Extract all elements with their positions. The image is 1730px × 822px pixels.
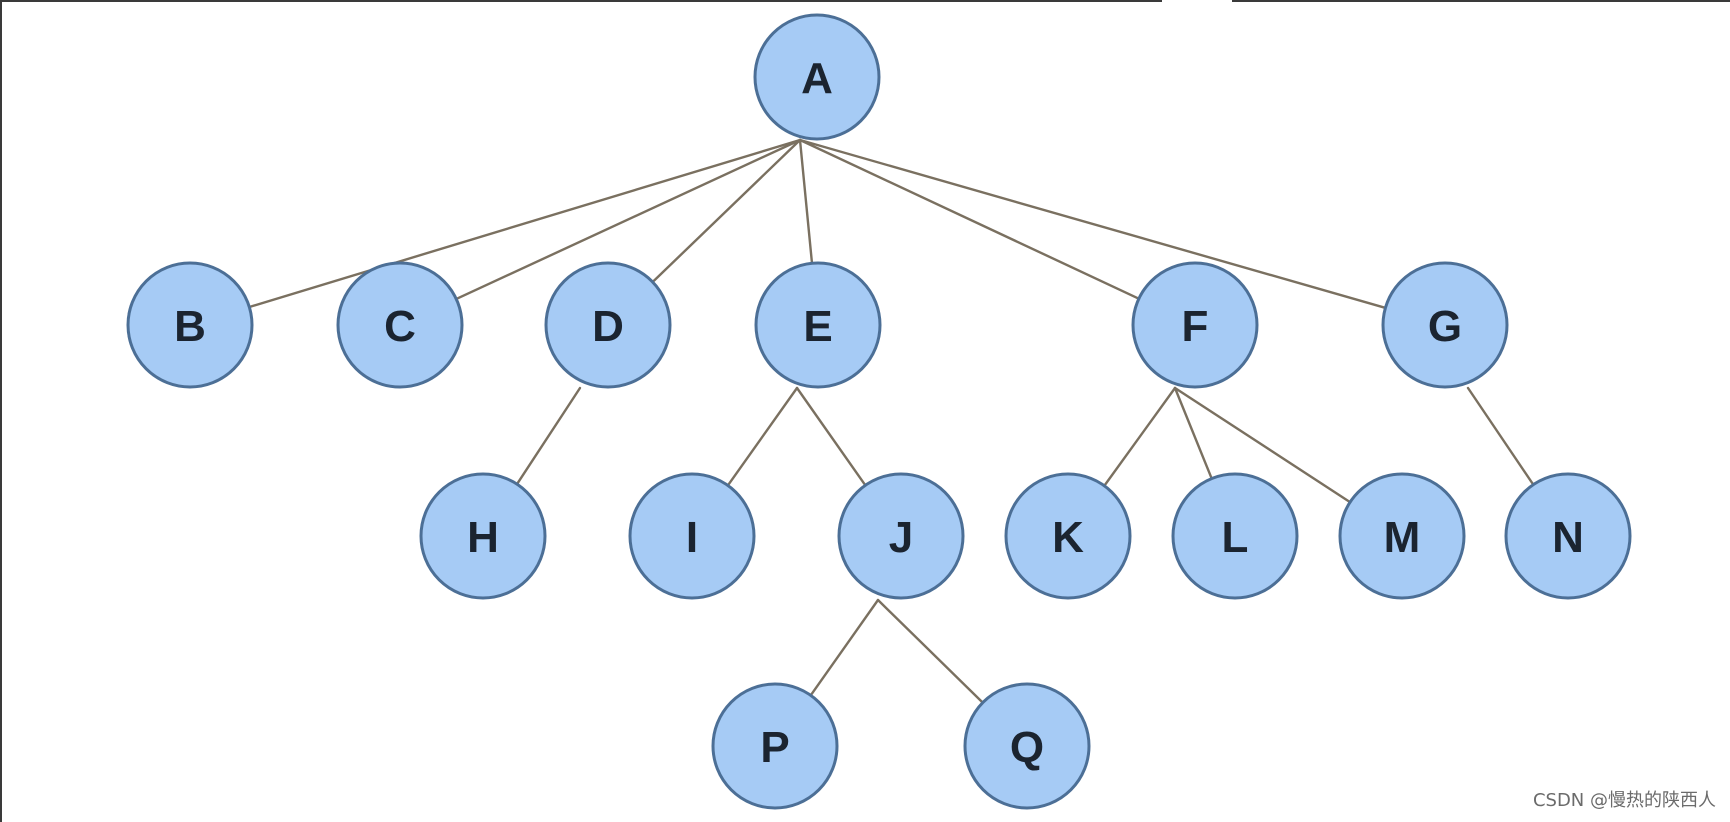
- frame-top-border: [0, 0, 1162, 2]
- node-circle-K: [1004, 472, 1132, 600]
- node-circle-C: [336, 261, 464, 389]
- tree-node-P: P: [711, 682, 839, 810]
- frame-top-border-right: [1232, 0, 1730, 2]
- node-circle-P: [711, 682, 839, 810]
- node-label-G: G: [1428, 302, 1462, 351]
- edge-A-E: [798, 138, 814, 267]
- edges-layer: [246, 138, 1536, 706]
- watermark-text: CSDN @慢热的陕西人: [1532, 790, 1716, 811]
- node-circle-D: [544, 261, 672, 389]
- edge-J-P: [808, 598, 880, 699]
- edge-F-L: [1173, 386, 1214, 482]
- edge-G-N: [1466, 386, 1536, 488]
- node-label-H: H: [467, 513, 499, 562]
- tree-node-G: G: [1381, 261, 1509, 389]
- node-label-F: F: [1182, 302, 1209, 351]
- node-circle-E: [754, 261, 882, 389]
- tree-node-N: N: [1504, 472, 1632, 600]
- node-label-L: L: [1222, 513, 1249, 562]
- tree-node-L: L: [1171, 472, 1299, 600]
- tree-node-I: I: [628, 472, 756, 600]
- node-label-D: D: [592, 302, 624, 351]
- edge-A-D: [650, 138, 802, 285]
- node-circle-N: [1504, 472, 1632, 600]
- tree-node-M: M: [1338, 472, 1466, 600]
- edge-A-F: [798, 138, 1142, 301]
- node-circle-Q: [963, 682, 1091, 810]
- tree-node-E: E: [754, 261, 882, 389]
- nodes-layer: A B C D E F G H I J K L M N P Q: [126, 13, 1632, 810]
- node-circle-L: [1171, 472, 1299, 600]
- edge-F-K: [1101, 386, 1177, 489]
- node-label-P: P: [760, 723, 789, 772]
- node-label-C: C: [384, 302, 416, 351]
- edge-A-B: [246, 138, 802, 309]
- edge-E-J: [795, 386, 868, 489]
- node-circle-A: [753, 13, 881, 141]
- node-circle-G: [1381, 261, 1509, 389]
- node-label-J: J: [889, 513, 913, 562]
- node-circle-B: [126, 261, 254, 389]
- node-label-E: E: [803, 302, 832, 351]
- edge-E-I: [725, 386, 799, 489]
- node-label-N: N: [1552, 513, 1584, 562]
- tree-node-A: A: [753, 13, 881, 141]
- node-label-I: I: [686, 513, 698, 562]
- edge-J-Q: [876, 598, 986, 706]
- tree-node-F: F: [1131, 261, 1259, 389]
- tree-node-D: D: [544, 261, 672, 389]
- tree-node-B: B: [126, 261, 254, 389]
- node-circle-H: [419, 472, 547, 600]
- node-label-B: B: [174, 302, 206, 351]
- node-circle-M: [1338, 472, 1466, 600]
- node-circle-F: [1131, 261, 1259, 389]
- tree-node-J: J: [837, 472, 965, 600]
- node-label-Q: Q: [1010, 723, 1044, 772]
- edge-D-H: [514, 386, 582, 488]
- tree-node-Q: Q: [963, 682, 1091, 810]
- edge-A-C: [453, 138, 802, 302]
- edge-A-G: [798, 138, 1389, 310]
- node-circle-I: [628, 472, 756, 600]
- node-label-A: A: [801, 54, 833, 103]
- tree-node-H: H: [419, 472, 547, 600]
- frame-left-border: [0, 0, 2, 822]
- node-label-K: K: [1052, 513, 1084, 562]
- tree-node-C: C: [336, 261, 464, 389]
- tree-node-K: K: [1004, 472, 1132, 600]
- edge-F-M: [1173, 386, 1353, 505]
- node-circle-J: [837, 472, 965, 600]
- node-label-M: M: [1384, 513, 1421, 562]
